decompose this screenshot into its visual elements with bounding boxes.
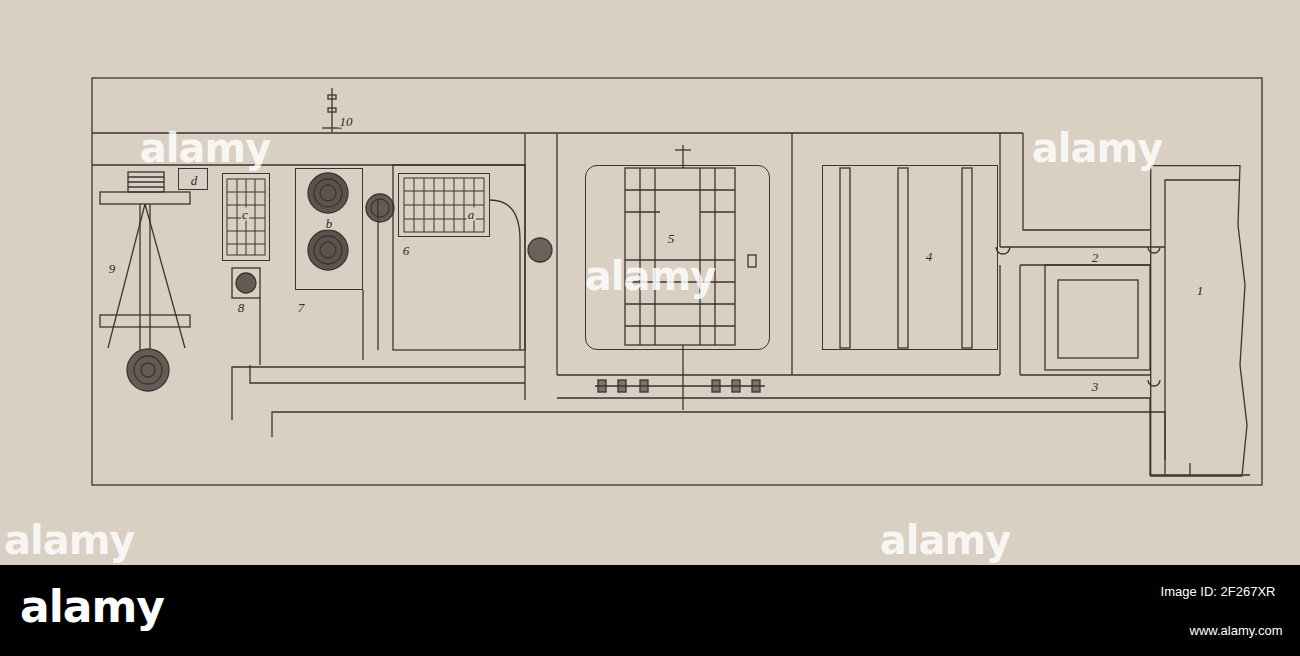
callout-number: 3	[1091, 380, 1100, 393]
grid-box: a	[398, 173, 490, 237]
part-letter: 1	[1196, 284, 1205, 297]
watermark: alamy	[880, 520, 1010, 560]
grid-box: c	[222, 173, 270, 261]
callout-number: 9	[108, 262, 117, 275]
callout-number: 2	[1091, 251, 1100, 264]
watermark: alamy	[1032, 128, 1162, 168]
callout-number: 10	[339, 115, 354, 128]
part-letter: b	[325, 217, 334, 230]
watermark: alamy	[585, 256, 715, 296]
part-letter: 5	[667, 232, 676, 245]
callout-number: 6	[402, 244, 411, 257]
callout-number: 8	[237, 301, 246, 314]
roller-box: b	[295, 168, 363, 290]
image-id: Image ID: 2F267XR	[1161, 585, 1276, 598]
watermark: alamy	[4, 520, 134, 560]
tank-outline: 1	[1150, 165, 1248, 477]
part-letter: c	[241, 208, 249, 221]
part-letter: 4	[925, 250, 934, 263]
callout-number: 7	[297, 301, 306, 314]
watermark: alamy	[140, 128, 270, 168]
source-url: www.alamy.com	[1190, 624, 1283, 637]
room-box: 4	[822, 165, 998, 350]
part-letter: a	[467, 208, 476, 221]
part-letter: d	[190, 174, 199, 187]
small-box: d	[178, 168, 208, 190]
watermark-logo: alamy	[20, 585, 164, 629]
tank-shape	[1150, 165, 1248, 477]
